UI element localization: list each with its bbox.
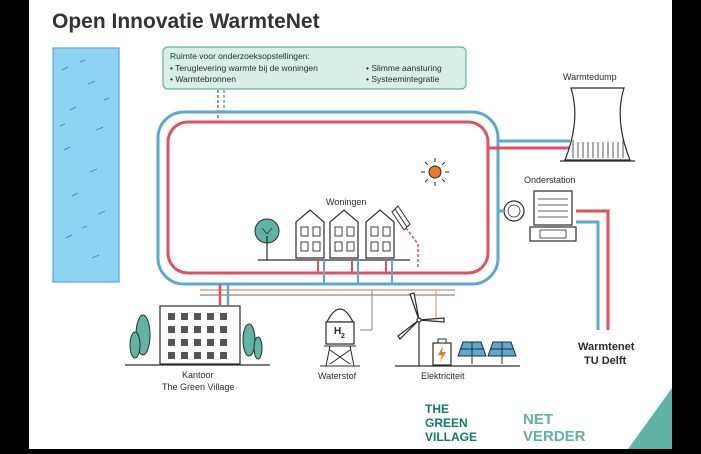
onderstation-label: Onderstation bbox=[524, 175, 576, 185]
return-loop-pipe bbox=[156, 110, 500, 286]
water-body bbox=[52, 47, 120, 283]
the-green-village-logo: THE GREEN VILLAGE bbox=[425, 402, 477, 444]
supply-loop-pipe bbox=[166, 120, 490, 275]
houses-icon bbox=[258, 209, 410, 261]
solar-collector-icon bbox=[391, 205, 411, 231]
elektriciteit-label: Elektriciteit bbox=[421, 371, 465, 381]
solar-dashed-pipe bbox=[405, 227, 419, 268]
green-village-logo-line3: VILLAGE bbox=[425, 430, 477, 444]
waterstof-label: Waterstof bbox=[318, 371, 357, 381]
infobox-item: • Slimme aansturing bbox=[366, 63, 442, 73]
woningen-label: Woningen bbox=[326, 197, 366, 207]
net-verder-logo-line2: VERDER bbox=[523, 428, 586, 445]
warmtedump-label: Warmtedump bbox=[563, 72, 617, 82]
warmtenet-tu-delft-pipes bbox=[498, 209, 610, 330]
net-verder-logo: NET VERDER bbox=[523, 411, 586, 445]
kantoor-label-line2: The Green Village bbox=[162, 382, 234, 392]
warmtenet-label-line2: TU Delft bbox=[584, 355, 627, 367]
hydrogen-tank-icon bbox=[320, 308, 360, 367]
page-title: Open Innovatie WarmteNet bbox=[52, 10, 320, 33]
onderstation-icon bbox=[503, 190, 577, 242]
cooling-tower-icon bbox=[560, 87, 635, 162]
corner-decoration bbox=[628, 388, 672, 449]
net-verder-logo-line1: NET bbox=[523, 411, 553, 428]
sun-icon bbox=[421, 158, 449, 186]
solar-panels-icon bbox=[395, 341, 520, 367]
infobox-item: • Teruglevering warmte bij de woningen bbox=[170, 63, 318, 73]
infobox-heading: Ruimte voor onderzoeksopstellingen: bbox=[170, 51, 310, 61]
research-connection-stubs bbox=[217, 90, 225, 118]
tree-icon bbox=[254, 218, 280, 260]
h2-subscript: 2 bbox=[341, 333, 345, 340]
kantoor-building-icon bbox=[125, 305, 270, 366]
house-connection-pipes bbox=[317, 260, 393, 284]
green-village-logo-line2: GREEN bbox=[425, 416, 468, 430]
infobox-item: • Systeemintegratie bbox=[366, 74, 440, 84]
warmtenet-label-line1: Warmtenet bbox=[578, 341, 635, 353]
wind-turbine-icon bbox=[397, 292, 445, 366]
battery-icon bbox=[432, 338, 452, 366]
kantoor-label-line1: Kantoor bbox=[182, 370, 214, 380]
h2-symbol: H bbox=[334, 326, 341, 337]
research-infobox: Ruimte voor onderzoeksopstellingen: • Te… bbox=[162, 46, 467, 90]
infobox-item: • Warmtebronnen bbox=[170, 74, 236, 84]
warmtedump-pipes bbox=[488, 139, 570, 150]
green-village-logo-line1: THE bbox=[425, 402, 449, 416]
